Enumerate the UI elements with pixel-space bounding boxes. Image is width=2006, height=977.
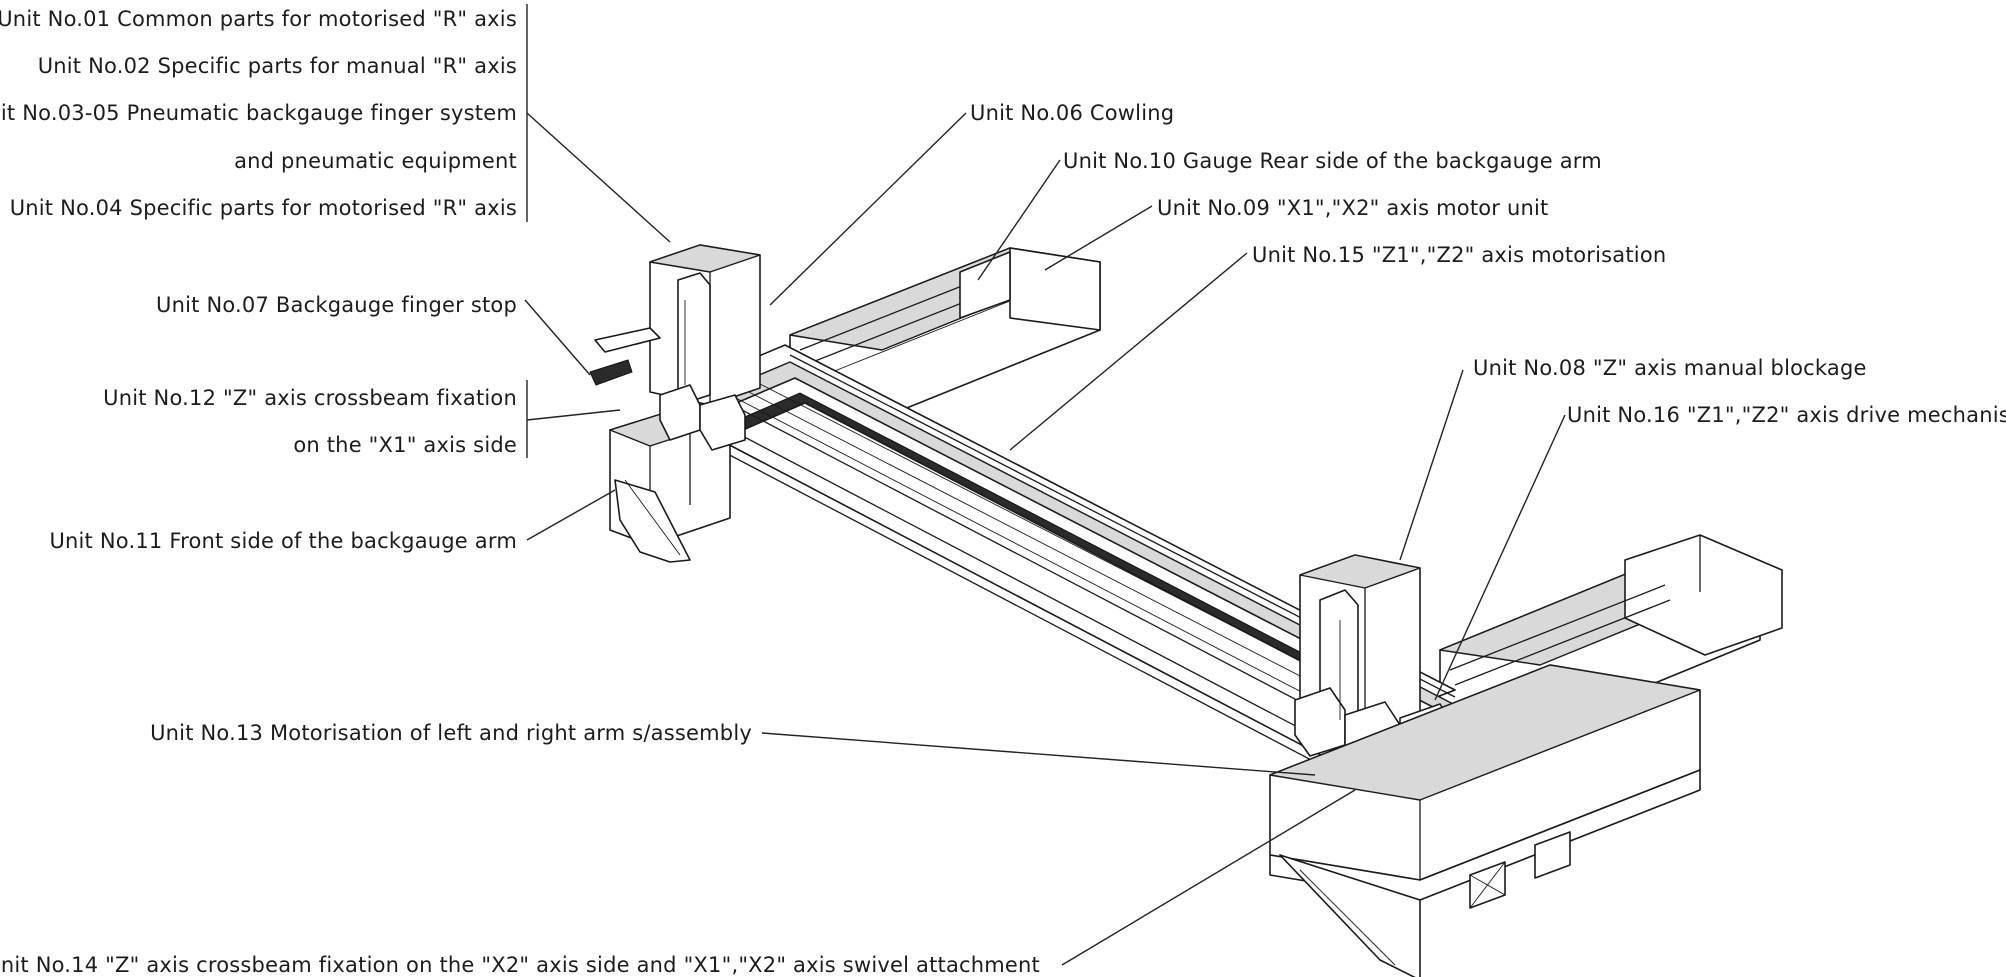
callout-unit-16: Unit No.16 "Z1","Z2" axis drive mechanis…: [1567, 403, 2006, 427]
callout-unit-07: Unit No.07 Backgauge finger stop: [156, 293, 517, 317]
callout-unit-06: Unit No.06 Cowling: [970, 101, 1174, 125]
callout-unit-03-05: Unit No.03-05 Pneumatic backgauge finger…: [0, 101, 517, 125]
callouts: Unit No.01 Common parts for motorised "R…: [0, 7, 2006, 977]
left-finger-head: [589, 244, 761, 451]
callout-unit-14: Unit No.14 "Z" axis crossbeam fixation o…: [0, 953, 1040, 977]
callout-unit-04: Unit No.04 Specific parts for motorised …: [10, 196, 517, 220]
machine-illustration: [589, 244, 1783, 977]
callout-unit-12: Unit No.12 "Z" axis crossbeam fixation: [103, 386, 517, 410]
callout-unit-10: Unit No.10 Gauge Rear side of the backga…: [1063, 149, 1602, 173]
callout-unit-12-cont: on the "X1" axis side: [293, 433, 517, 457]
callout-unit-15: Unit No.15 "Z1","Z2" axis motorisation: [1252, 243, 1666, 267]
front-arm-x2: [1269, 664, 1701, 977]
callout-unit-01: Unit No.01 Common parts for motorised "R…: [0, 7, 517, 31]
callout-unit-03-05-cont: and pneumatic equipment: [234, 149, 517, 173]
callout-unit-09: Unit No.09 "X1","X2" axis motor unit: [1157, 196, 1549, 220]
callout-unit-08: Unit No.08 "Z" axis manual blockage: [1473, 356, 1867, 380]
crossbeam: [689, 344, 1463, 796]
callout-unit-11: Unit No.11 Front side of the backgauge a…: [49, 529, 517, 553]
leader-lines: [524, 4, 1566, 966]
callout-unit-13: Unit No.13 Motorisation of left and righ…: [150, 721, 752, 745]
callout-unit-02: Unit No.02 Specific parts for manual "R"…: [38, 54, 517, 78]
rear-arm-x1: [789, 247, 1101, 419]
